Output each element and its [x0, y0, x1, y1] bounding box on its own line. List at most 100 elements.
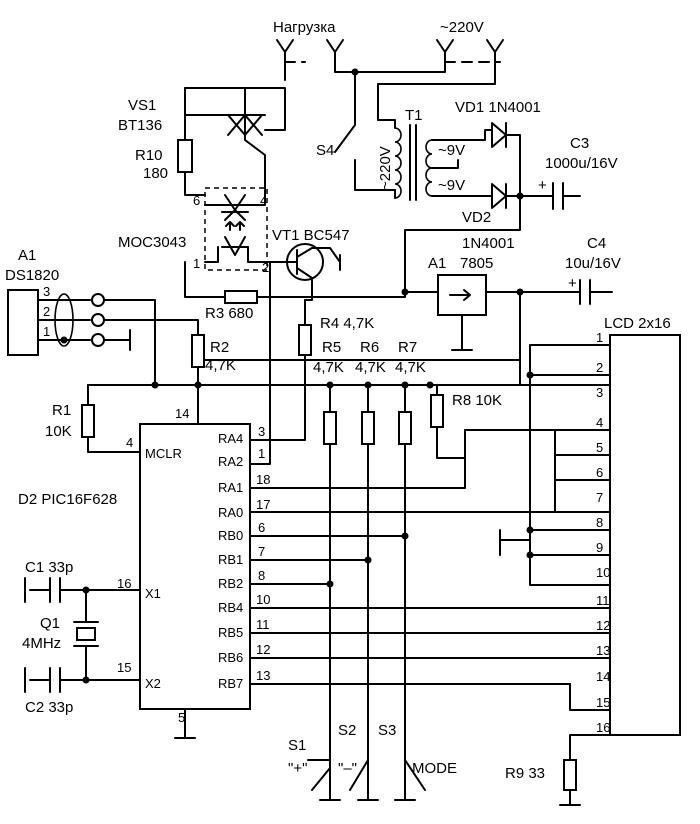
reg-ref: A1	[428, 255, 446, 272]
r7-ref: R7	[398, 339, 417, 356]
lcd-pin-13: 13	[596, 643, 610, 658]
lcd-pin-9: 9	[596, 540, 603, 555]
opto-pin6: 6	[193, 193, 200, 208]
mcu-port-wiring	[249, 296, 611, 685]
s4-label: S4	[316, 142, 334, 159]
q1-ref: Q1	[40, 615, 60, 632]
mcu-ra0: RA0	[218, 505, 243, 520]
resistor-r6: R6 4,7K	[355, 339, 386, 801]
mcu-pin10: 10	[256, 592, 270, 607]
switch-s1: S1 "+"	[288, 737, 341, 801]
c4-ref: C4	[587, 235, 606, 252]
transistor-vt1: VT1 BC547	[272, 227, 350, 326]
mcu-pin18: 18	[256, 472, 270, 487]
t1-sec1-label: ~9V	[438, 142, 465, 159]
mcu-pin6: 6	[258, 520, 265, 535]
lcd-pin-7: 7	[596, 490, 603, 505]
lcd-pin-2: 2	[596, 360, 603, 375]
t1-sec2-label: ~9V	[438, 177, 465, 194]
resistor-r8: R8 10K	[430, 384, 556, 459]
switch-s4: S4	[316, 95, 396, 191]
t1-primary-label: ~220V	[377, 146, 394, 190]
vd2-type: 1N4001	[462, 235, 515, 252]
mcu-ra4: RA4	[218, 431, 243, 446]
lcd-pin-8: 8	[596, 515, 603, 530]
c1-label: C1 33p	[25, 559, 73, 576]
mcu-rb4: RB4	[218, 600, 243, 615]
r2-value: 4,7K	[205, 357, 236, 374]
s3-func: MODE	[412, 760, 457, 777]
sensor-value: DS1820	[5, 267, 59, 284]
sensor-pin2: 2	[43, 304, 50, 319]
r7-value: 4,7K	[395, 359, 426, 376]
s2-label: S2	[338, 722, 356, 739]
lcd-pin-10: 10	[596, 565, 610, 580]
c4-plus: +	[568, 275, 577, 292]
mcu-rb6: RB6	[218, 650, 243, 665]
mcu-pin11: 11	[256, 617, 270, 632]
mcu-pin16: 16	[117, 576, 131, 591]
r5-value: 4,7K	[313, 359, 344, 376]
capacitor-c1: C1 33p	[24, 559, 111, 603]
resistor-r9: R9 33	[505, 759, 581, 806]
capacitor-c3: + C3 1000u/16V	[404, 135, 618, 293]
mcu-pin13: 13	[256, 668, 270, 683]
mcu-mclr: MCLR	[145, 446, 182, 461]
switch-s2: S2 "–"	[338, 722, 379, 801]
mcu-pin17: 17	[256, 497, 270, 512]
r10-value: 180	[143, 165, 168, 182]
s1-label: S1	[288, 737, 306, 754]
r9-label: R9 33	[505, 765, 545, 782]
c3-value: 1000u/16V	[545, 155, 618, 172]
lcd-pin-15: 15	[596, 695, 610, 710]
mcu-rb1: RB1	[218, 552, 243, 567]
vt1-label: VT1 BC547	[272, 227, 350, 244]
r3-label: R3 680	[205, 305, 253, 322]
mcu-rb7: RB7	[218, 676, 243, 691]
resistor-r5: R5 4,7K	[313, 339, 344, 796]
mcu-x1: X1	[145, 586, 161, 601]
sensor-pin3: 3	[43, 284, 50, 299]
diode-vd2: VD2 1N4001	[462, 183, 539, 252]
mcu-pin3: 3	[258, 424, 265, 439]
reg-value: 7805	[460, 255, 493, 272]
resistor-r3: R3 680	[205, 261, 271, 322]
r1-value: 10K	[45, 423, 72, 440]
r10-ref: R10	[135, 147, 163, 164]
r1-ref: R1	[52, 402, 71, 419]
opto-pin4: 4	[260, 193, 267, 208]
s1-func: "+"	[288, 760, 307, 777]
sensor-pin1: 1	[43, 324, 50, 339]
lcd-pin-1: 1	[596, 330, 603, 345]
mcu-rb5: RB5	[218, 625, 243, 640]
mains-label: ~220V	[440, 19, 484, 36]
mains-wiring	[184, 59, 501, 141]
s3-label: S3	[378, 722, 396, 739]
lcd-pin-3: 3	[596, 385, 603, 400]
mcu-pin12: 12	[256, 642, 270, 657]
mcu-pin1: 1	[258, 446, 265, 461]
sensor-ref: A1	[18, 247, 36, 264]
c4-value: 10u/16V	[565, 255, 621, 272]
lcd-pin-12: 12	[596, 618, 610, 633]
r4-label: R4 4,7K	[320, 315, 374, 332]
diode-vd1: VD1 1N4001	[455, 99, 541, 197]
opto-pin2: 2	[262, 260, 269, 275]
mcu-pin15: 15	[117, 660, 131, 675]
mcu-pin7: 7	[258, 544, 265, 559]
c2-label: C2 33p	[25, 699, 73, 716]
lcd-pin-5: 5	[596, 440, 603, 455]
r5-ref: R5	[322, 339, 341, 356]
vd1-label: VD1 1N4001	[455, 99, 541, 116]
mcu-ra1: RA1	[218, 480, 243, 495]
triac-vs1: VS1 BT136	[118, 87, 266, 196]
mcu-pin14: 14	[175, 406, 189, 421]
optocoupler-moc3043: 6 4 1 2 MOC3043	[118, 187, 286, 298]
mcu-x2: X2	[145, 676, 161, 691]
resistor-r10: R10 180	[135, 139, 206, 196]
mcu-rb0: RB0	[218, 528, 243, 543]
r2-ref: R2	[210, 339, 229, 356]
mcu-ra2: RA2	[218, 454, 243, 469]
